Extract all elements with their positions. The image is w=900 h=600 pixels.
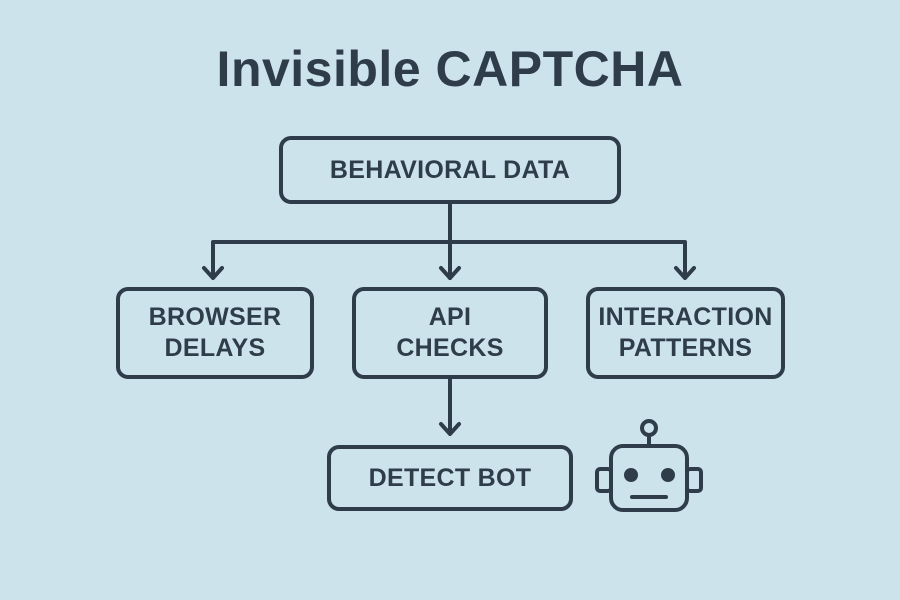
robot-head (609, 444, 689, 512)
node-detect-bot-label: DETECT BOT (368, 463, 532, 492)
arrowhead-interaction (674, 266, 696, 280)
robot-antenna-ball (640, 419, 658, 437)
robot-icon (595, 419, 703, 512)
diagram-title: Invisible CAPTCHA (216, 41, 684, 97)
node-browser-delays: BROWSER DELAYS (116, 287, 314, 379)
node-api-checks: API CHECKS (352, 287, 548, 379)
robot-ear-left (595, 467, 613, 493)
node-api-checks-label: API CHECKS (396, 303, 504, 362)
node-browser-delays-label: BROWSER DELAYS (148, 303, 282, 362)
arrowhead-browser (202, 266, 224, 280)
node-interaction-patterns: INTERACTION PATTERNS (586, 287, 785, 379)
robot-eye-left (624, 468, 638, 482)
robot-ear-right (685, 467, 703, 493)
edge-bus (211, 240, 687, 278)
robot-eye-right (661, 468, 675, 482)
node-behavioral-data-label: BEHAVIORAL DATA (329, 155, 571, 184)
arrowhead-detect (439, 422, 461, 436)
node-behavioral-data: BEHAVIORAL DATA (279, 136, 621, 204)
node-detect-bot: DETECT BOT (327, 445, 573, 511)
arrowhead-api (439, 266, 461, 280)
node-interaction-patterns-label: INTERACTION PATTERNS (598, 303, 773, 362)
